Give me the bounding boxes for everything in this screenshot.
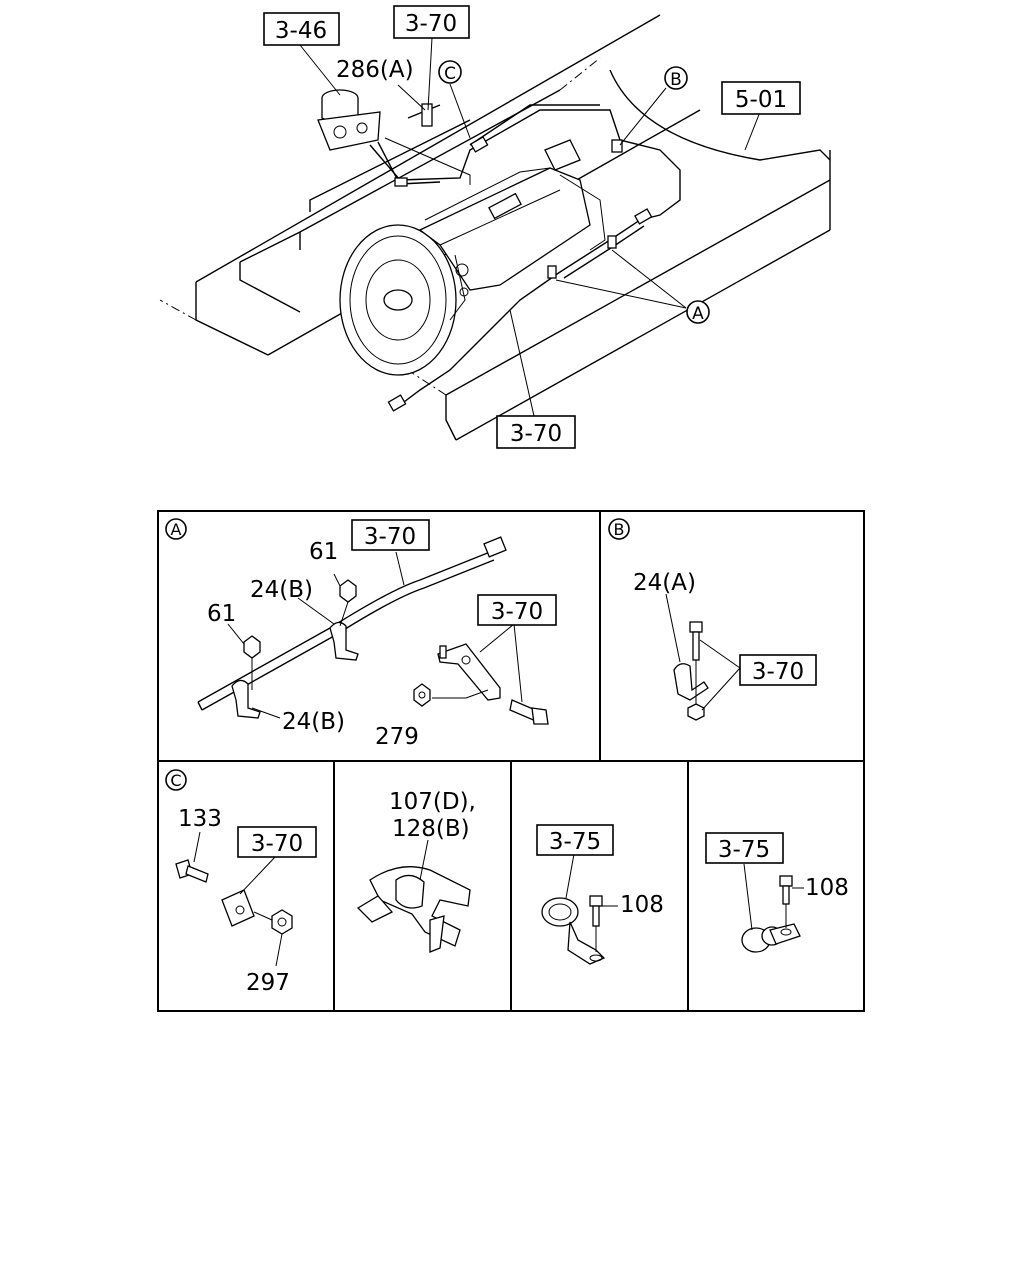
detail-b-marker-letter: B [614, 520, 625, 539]
detail-c-ref: 3-70 [237, 826, 317, 858]
detail-c-marker: C [165, 769, 187, 791]
detail-b-ref: 3-70 [739, 654, 817, 686]
detail-c-nut: 297 [246, 970, 290, 996]
detail-a-marker-letter: A [171, 520, 182, 539]
detail-clamp-label-line1: 107(D), [389, 789, 476, 815]
detail-375a-ref-label: 3-75 [549, 829, 601, 855]
callout-c-letter: C [444, 64, 456, 84]
detail-a-nut-upper: 61 [309, 539, 338, 565]
callout-b: B [664, 66, 688, 90]
ref-label-3-46: 3-46 [275, 18, 327, 44]
callout-a: A [686, 300, 710, 324]
ref-box-3-46: 3-46 [263, 12, 340, 46]
detail-a-clip-upper: 24(B) [250, 577, 313, 603]
detail-a-clip-lower: 24(B) [282, 709, 345, 735]
ref-box-3-70-bottom: 3-70 [496, 415, 576, 449]
detail-a-ref-bracket-label: 3-70 [491, 599, 543, 625]
detail-375b-ref-label: 3-75 [718, 837, 770, 863]
ref-box-5-01: 5-01 [721, 81, 801, 115]
callout-a-letter: A [692, 304, 704, 324]
detail-a-ref-bracket: 3-70 [477, 594, 557, 626]
air-valve-assembly [317, 89, 381, 151]
detail-clamp-107d: 107(D), 128(B) [356, 789, 476, 953]
detail-375b-ref: 3-75 [705, 832, 784, 864]
detail-375a-ref: 3-75 [536, 824, 614, 856]
ref-label-3-70-bottom: 3-70 [510, 421, 562, 447]
detail-a-ref-pipe: 3-70 [351, 519, 430, 551]
detail-375a-bolt: 108 [620, 892, 664, 918]
detail-375b-bolt: 108 [805, 875, 849, 901]
detail-a: A 3-70 [165, 518, 557, 750]
ref-box-3-70-top: 3-70 [393, 5, 470, 39]
overview-leaders [299, 37, 761, 417]
part-label-286a: 286(A) [336, 57, 414, 83]
overview-drawing: 3-46 3-70 5-01 3-70 286(A) C B A [159, 5, 831, 449]
detail-b-ref-label: 3-70 [752, 659, 804, 685]
detail-c-marker-letter: C [170, 771, 181, 790]
ref-label-5-01: 5-01 [735, 87, 787, 113]
detail-b-marker: B [608, 518, 630, 540]
detail-c-ref-label: 3-70 [251, 831, 303, 857]
detail-a-nut-279: 279 [375, 724, 419, 750]
detail-375b: 3-75 108 [705, 832, 849, 953]
detail-b: B 24(A) 3-70 [608, 518, 817, 721]
fitting-286a [384, 103, 471, 185]
detail-375a: 3-75 108 [536, 824, 664, 965]
callout-c: C [438, 60, 462, 84]
detail-b-clip: 24(A) [633, 570, 696, 596]
detail-a-marker: A [165, 518, 187, 540]
ref-label-3-70-top: 3-70 [405, 11, 457, 37]
detail-clamp-label-line2: 128(B) [392, 816, 470, 842]
transmission-body [339, 139, 606, 376]
detail-c-bolt: 133 [178, 806, 222, 832]
detail-panel-grid [157, 510, 865, 1012]
brake-pipes [369, 104, 681, 412]
callout-b-letter: B [670, 70, 682, 90]
detail-a-ref-pipe-label: 3-70 [364, 524, 416, 550]
detail-a-nut-lower: 61 [207, 601, 236, 627]
detail-c: C 133 3-70 297 [165, 769, 317, 996]
